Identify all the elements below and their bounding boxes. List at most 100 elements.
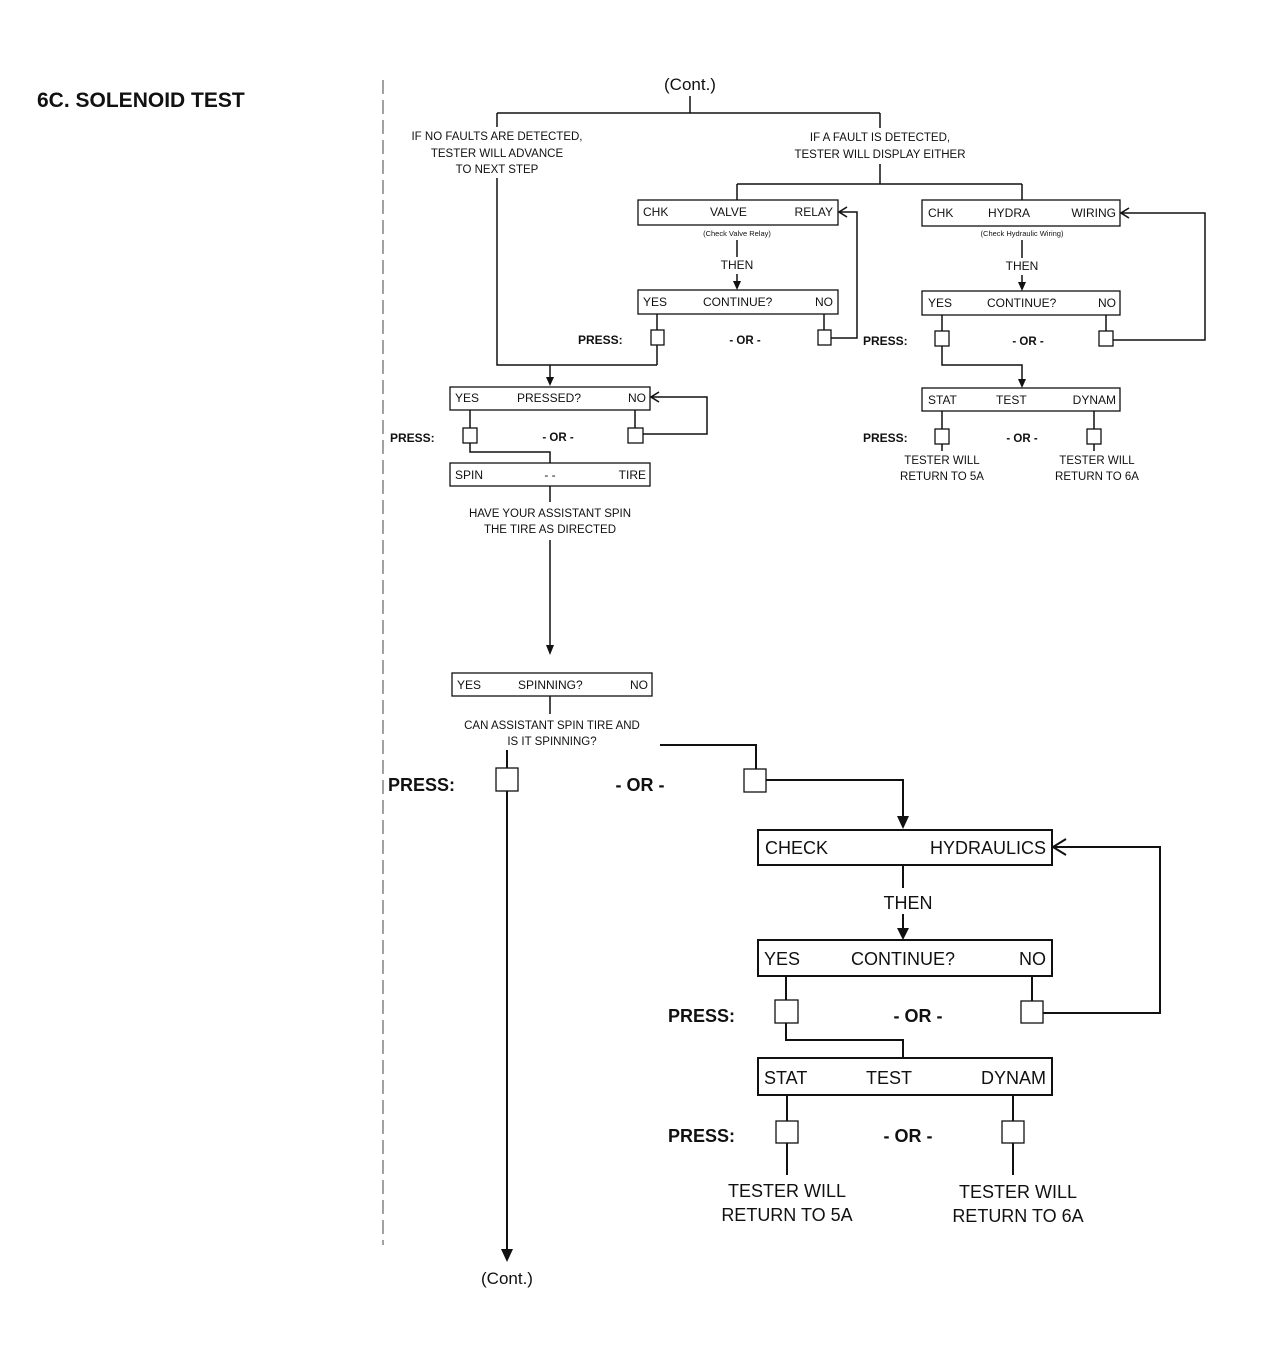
display-word: RELAY [795,205,833,219]
prompt-yes: YES [928,296,952,310]
arrowhead-down [546,645,554,655]
outcome-line: TESTER WILL [728,1181,846,1201]
no-key-square [743,768,767,793]
or-label: - OR - [894,1006,943,1026]
display-word: VALVE [710,205,747,219]
to-check-hydraulics-connector [766,779,904,818]
prompt-no: NO [1019,949,1046,969]
key-connectors [941,411,1095,451]
prompt-yes: YES [457,678,481,692]
arrowhead-left [1051,838,1067,856]
yes-join-connector [469,443,551,463]
arrowhead-down [897,816,909,829]
valve-relay-display [637,199,839,226]
prompt-no: NO [630,678,648,692]
pressed-prompt-display [449,386,651,411]
prompt-question: PRESSED? [517,391,581,405]
or-label: - OR - [1012,336,1043,348]
display-caption: (Check Valve Relay) [703,229,771,238]
arrowhead-down [1018,379,1026,388]
outcome-line: RETURN TO 5A [900,471,984,483]
arrowhead-left [649,391,660,403]
press-label: PRESS: [668,1006,735,1026]
outcome-line: RETURN TO 6A [1055,471,1139,483]
outcome-line: RETURN TO 5A [721,1205,852,1225]
outcome-line: TESTER WILL [904,455,980,467]
fault-note-line: TESTER WILL DISPLAY EITHER [794,149,965,161]
check-hydraulics-display [757,829,1053,866]
then-label: THEN [884,893,933,913]
test-select-word: DYNAM [1073,393,1116,407]
continue-prompt-display [921,290,1121,316]
prompt-yes: YES [455,391,479,405]
stat-key-square [934,428,950,445]
outcome-line: TESTER WILL [959,1182,1077,1202]
no-key-square [1020,1000,1044,1024]
then-label: THEN [721,258,754,272]
key-connectors [785,976,1033,1001]
yes-key-square [774,999,799,1024]
no-key-square [1098,330,1114,347]
no-loop-connector [1043,846,1161,1014]
or-label: - OR - [729,335,760,347]
press-label: PRESS: [863,431,908,445]
outcome-connectors [786,1143,1014,1175]
press-label: PRESS: [388,775,455,795]
prompt-yes: YES [643,295,667,309]
key-connectors [786,1095,1014,1121]
yes-join-connector [941,346,1023,382]
yes-key-square [650,329,665,346]
or-label: - OR - [884,1126,933,1146]
no-fault-note-line: TESTER WILL ADVANCE [431,148,564,160]
display-word: TIRE [619,468,646,482]
display-word: SPIN [455,468,483,482]
entry-split-connector [496,96,881,128]
test-select-display [921,387,1121,412]
fault-note-line: IF A FAULT IS DETECTED, [810,132,950,144]
no-fault-note-line: IF NO FAULTS ARE DETECTED, [411,131,582,143]
then-label: THEN [1006,259,1039,273]
pressed-check-step: YES PRESSED? NO PRESS: - OR - [390,386,708,463]
prompt-no: NO [1098,296,1116,310]
display-word: WIRING [1071,206,1116,220]
continue-prompt-display [757,939,1053,977]
key-connectors [469,410,636,428]
yes-key-square [462,427,478,444]
continued-to-label: (Cont.) [481,1269,533,1288]
arrowhead-left [837,206,848,218]
press-label: PRESS: [668,1126,735,1146]
key-connectors [941,315,1107,331]
continued-from-label: (Cont.) [664,75,716,94]
or-label: - OR - [616,775,665,795]
display-word: CHECK [765,838,828,858]
display-word: - - [544,468,555,482]
test-select-display [757,1057,1053,1096]
display-caption: (Check Hydraulic Wiring) [981,229,1064,238]
press-label: PRESS: [578,333,623,347]
press-label: PRESS: [390,431,435,445]
prompt-no: NO [815,295,833,309]
dynam-key-square [1001,1120,1025,1144]
fault-split-connector [736,164,1023,200]
test-select-word: TEST [866,1068,912,1088]
prompt-question: CONTINUE? [987,296,1057,310]
entry-section: (Cont.) IF NO FAULTS ARE DETECTED, TESTE… [411,75,1023,386]
test-select-word: STAT [764,1068,807,1088]
stat-key-square [775,1120,799,1144]
no-fault-connector [496,178,657,366]
test-select-word: DYNAM [981,1068,1046,1088]
dynam-key-square [1086,428,1102,445]
arrowhead-down [1018,282,1026,291]
or-label: - OR - [1006,433,1037,445]
spinning-check-step: YES SPINNING? NO CAN ASSISTANT SPIN TIRE… [388,672,909,1288]
hydraulic-wiring-branch: CHK HYDRA WIRING (Check Hydraulic Wiring… [863,199,1206,483]
instruction-line: HAVE YOUR ASSISTANT SPIN [469,508,631,520]
arrowhead-left [1119,207,1130,219]
no-key-square [627,427,644,444]
instruction-line: THE TIRE AS DIRECTED [484,524,616,536]
yes-key-square [934,330,950,347]
check-hydraulics-step: CHECK HYDRAULICS THEN YES CONTINUE? NO P… [668,829,1161,1226]
key-connectors [656,314,825,330]
no-loop-connector [831,211,858,339]
